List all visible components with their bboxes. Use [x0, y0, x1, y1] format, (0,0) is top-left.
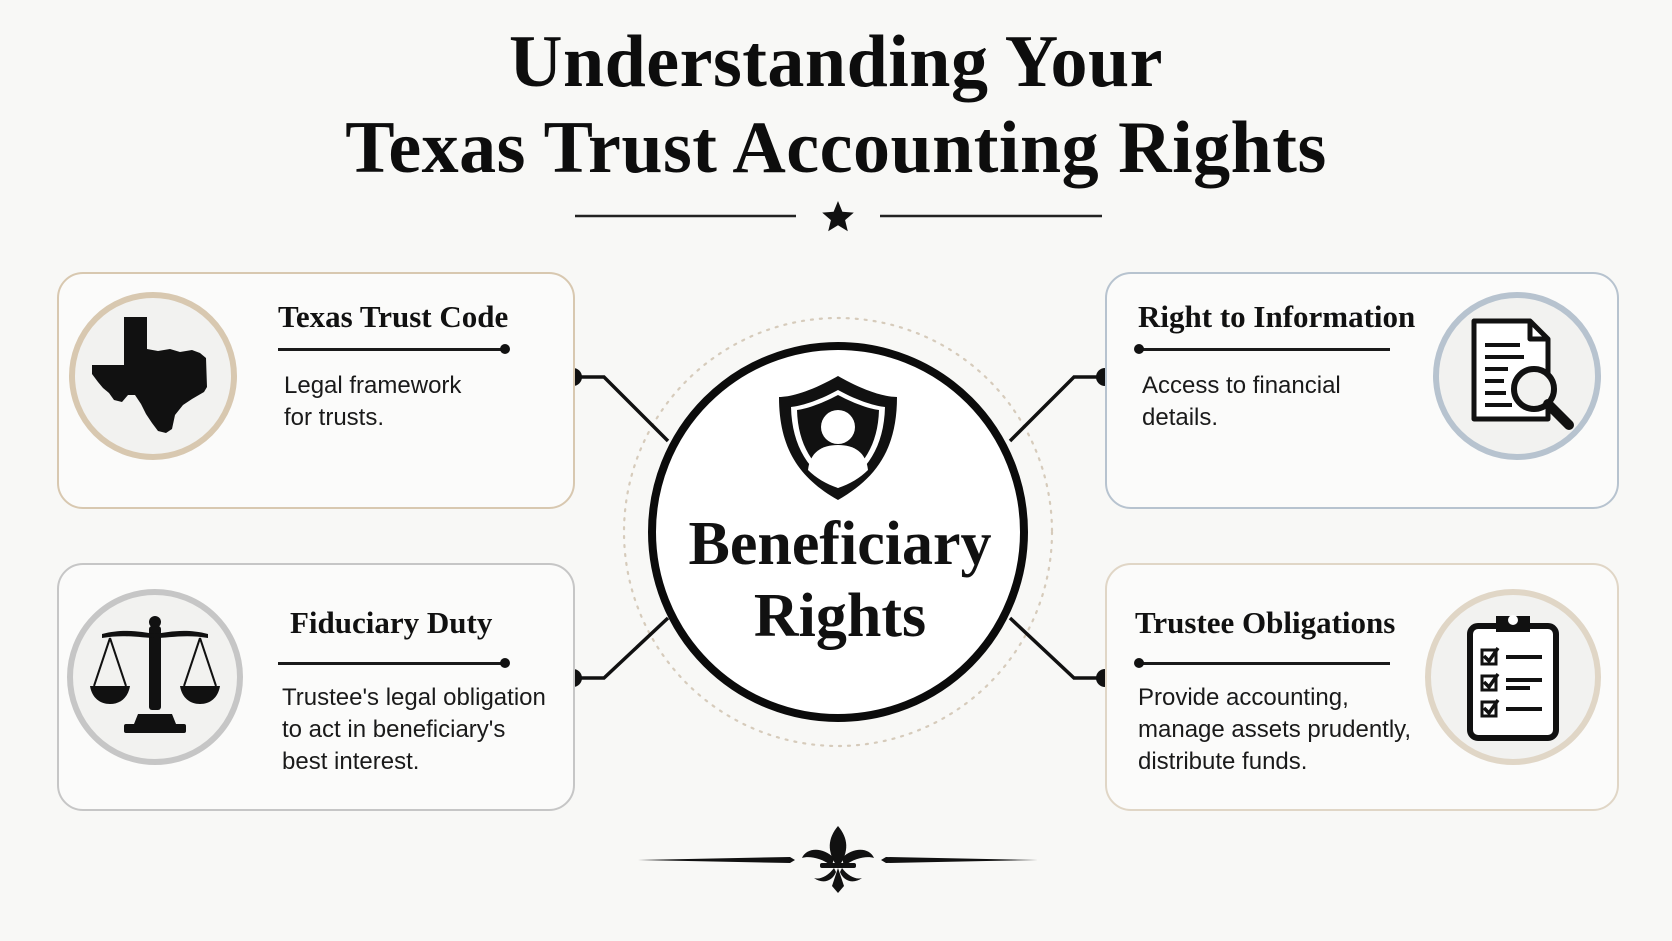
center-title-line-1: Beneficiary: [688, 510, 992, 578]
checklist-clipboard-icon: [1467, 615, 1559, 741]
document-search-icon: [1471, 318, 1574, 430]
star-icon: [822, 201, 854, 232]
title-underline-dot: [1134, 344, 1144, 354]
card-title: Fiduciary Duty: [290, 605, 493, 640]
card-fiduciary-duty: Fiduciary Duty Trustee's legal obligatio…: [57, 563, 575, 811]
title-underline-dot: [500, 658, 510, 668]
title-underline: [1138, 348, 1390, 351]
card-description: Access to financial details.: [1142, 370, 1341, 434]
fleur-de-lis-icon: [802, 826, 874, 893]
card-description: Trustee's legal obligation to act in bene…: [282, 682, 546, 778]
top-divider: [575, 201, 1102, 232]
card-title: Trustee Obligations: [1135, 605, 1396, 640]
card-description-line: manage assets prudently,: [1138, 716, 1412, 743]
icon-disc-right-to-information: [1433, 292, 1601, 460]
card-description-line: distribute funds.: [1138, 748, 1308, 775]
connector-texas-trust-code: [564, 368, 670, 443]
page-title-line-2: Texas Trust Accounting Rights: [345, 107, 1327, 189]
card-description-line: Access to financial: [1142, 372, 1341, 399]
title-underline: [1138, 662, 1390, 665]
title-underline-dot: [500, 344, 510, 354]
card-description: Provide accounting, manage assets prudent…: [1138, 682, 1411, 778]
card-description: Legal framework for trusts.: [284, 370, 461, 434]
card-trustee-obligations: Trustee Obligations Provide accounting, m…: [1105, 563, 1619, 811]
card-description-line: Provide accounting,: [1138, 684, 1349, 711]
card-right-to-information: Right to Information Access to financial…: [1105, 272, 1619, 509]
card-description-line: to act in beneficiary's: [282, 716, 506, 743]
icon-disc-fiduciary-duty: [67, 589, 243, 765]
icon-disc-trustee-obligations: [1425, 589, 1601, 765]
bottom-divider: [638, 826, 1038, 893]
center-title-line-2: Rights: [753, 582, 927, 650]
bottom-divider-line-left: [638, 857, 795, 863]
title-underline-dot: [1134, 658, 1144, 668]
bottom-divider-line-right: [881, 857, 1038, 863]
title-underline: [278, 348, 504, 351]
page-title-line-1: Understanding Your: [509, 21, 1163, 103]
card-title: Right to Information: [1138, 299, 1416, 334]
card-title: Texas Trust Code: [278, 299, 509, 334]
scales-of-justice-icon: [90, 616, 220, 733]
card-description-line: best interest.: [282, 748, 420, 775]
card-description-line: Legal framework: [284, 372, 462, 399]
center-dotted-halo: [622, 316, 1054, 748]
title-underline: [278, 662, 504, 665]
texas-map-icon: [92, 317, 207, 433]
center-ring: [648, 342, 1028, 722]
card-description-line: Trustee's legal obligation: [282, 684, 546, 711]
card-description-line: for trusts.: [284, 404, 385, 431]
icon-disc-texas-trust-code: [69, 292, 237, 460]
card-texas-trust-code: Texas Trust Code Legal framework for trus…: [57, 272, 575, 509]
card-description-line: details.: [1142, 404, 1219, 431]
connector-right-to-information: [1008, 368, 1114, 443]
